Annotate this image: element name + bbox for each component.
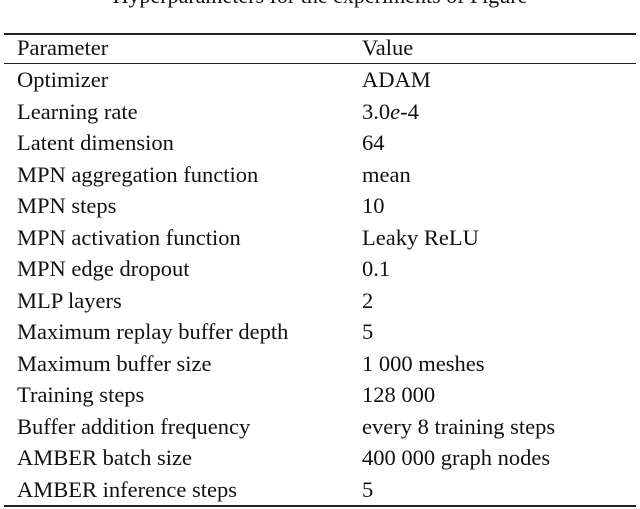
row-value: 128 000 [362,382,436,407]
row-parameter: Learning rate [17,98,138,124]
row-parameter: AMBER batch size [17,445,192,470]
row-value: 5 [362,319,374,344]
table-row: MPN edge dropout 0.1 [0,253,640,284]
table-row: Maximum buffer size 1 000 meshes [0,348,640,379]
row-parameter: AMBER inference steps [17,476,237,502]
row-parameter: Latent dimension [17,130,174,155]
table-row: Maximum replay buffer depth 5 [0,316,640,347]
row-value: 64 [362,130,385,155]
table-row: MPN activation function Leaky ReLU [0,222,640,253]
table-caption: Hyperparameters for the experiments of F… [0,0,640,10]
row-value: 0.1 [362,256,391,281]
table-row: AMBER batch size 400 000 graph nodes [0,442,640,473]
row-value: 3.0e-4 [362,98,419,124]
table-row: MLP layers 2 [0,285,640,316]
table-row: Learning rate 3.0e-4 [0,96,640,127]
table-row: MPN steps 10 [0,190,640,221]
row-value: mean [362,161,411,187]
table-row: Training steps 128 000 [0,379,640,410]
table-row: MPN aggregation function mean [0,159,640,190]
row-value: ADAM [362,67,431,92]
row-parameter: MPN steps [17,193,117,218]
header-value: Value [362,35,414,60]
table-header: Parameter Value [0,32,640,63]
row-parameter: Maximum replay buffer depth [17,319,289,344]
row-value: 5 [362,476,374,502]
table-row: Buffer addition frequency every 8 traini… [0,411,640,442]
header-parameter: Parameter [17,35,109,60]
row-value: every 8 training steps [362,413,556,439]
table-row: AMBER inference steps 5 [0,474,640,505]
row-parameter: MPN edge dropout [17,256,190,281]
top-rule [4,33,636,35]
row-value: 10 [362,193,385,218]
header-rule [4,63,636,64]
row-parameter: Training steps [17,382,145,407]
row-value: 2 [362,287,374,313]
table-row: Latent dimension 64 [0,127,640,158]
row-value: 400 000 graph nodes [362,445,551,470]
bottom-rule [4,505,636,507]
table-row: Optimizer ADAM [0,64,640,95]
row-parameter: MLP layers [17,287,122,313]
row-value: 1 000 meshes [362,350,485,376]
row-parameter: Optimizer [17,67,109,92]
row-parameter: MPN activation function [17,224,241,250]
row-value: Leaky ReLU [362,224,479,250]
row-parameter: Buffer addition frequency [17,413,251,439]
row-parameter: MPN aggregation function [17,161,259,187]
row-parameter: Maximum buffer size [17,350,212,376]
